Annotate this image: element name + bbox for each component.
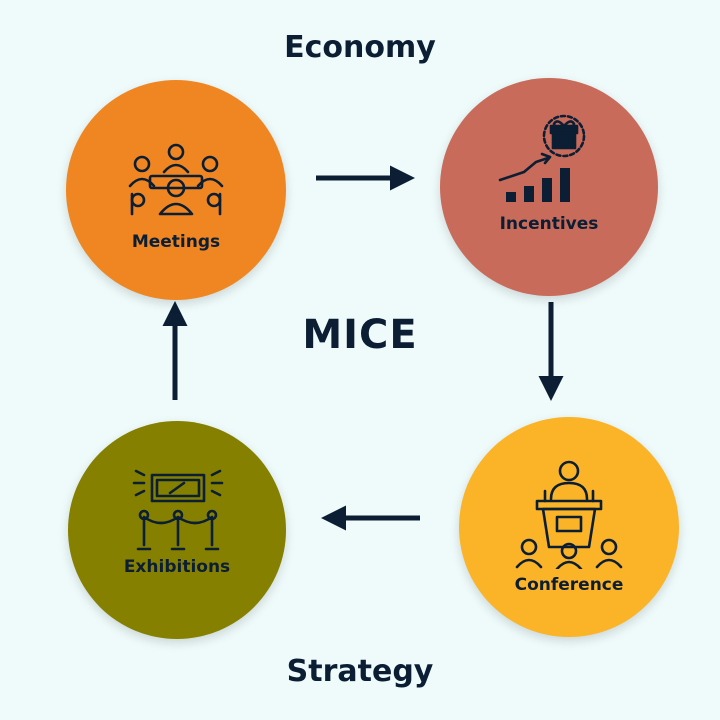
meetings-label: Meetings (131, 232, 221, 252)
growth-gift-icon (498, 114, 586, 202)
economy-label: Economy (284, 30, 436, 65)
exhibit-display-icon (132, 469, 224, 551)
conference-node: Conference (459, 417, 679, 637)
strategy-label: Strategy (286, 654, 434, 689)
exhibitions-label: Exhibitions (123, 557, 231, 577)
meetings-node: Meetings (66, 80, 286, 300)
meeting-table-icon (128, 143, 224, 216)
conference-label: Conference (514, 575, 624, 595)
mice-title: MICE (302, 312, 418, 358)
incentives-label: Incentives (499, 214, 599, 234)
podium-speaker-icon (515, 460, 623, 569)
incentives-node: Incentives (440, 78, 658, 296)
exhibitions-node: Exhibitions (68, 421, 286, 639)
